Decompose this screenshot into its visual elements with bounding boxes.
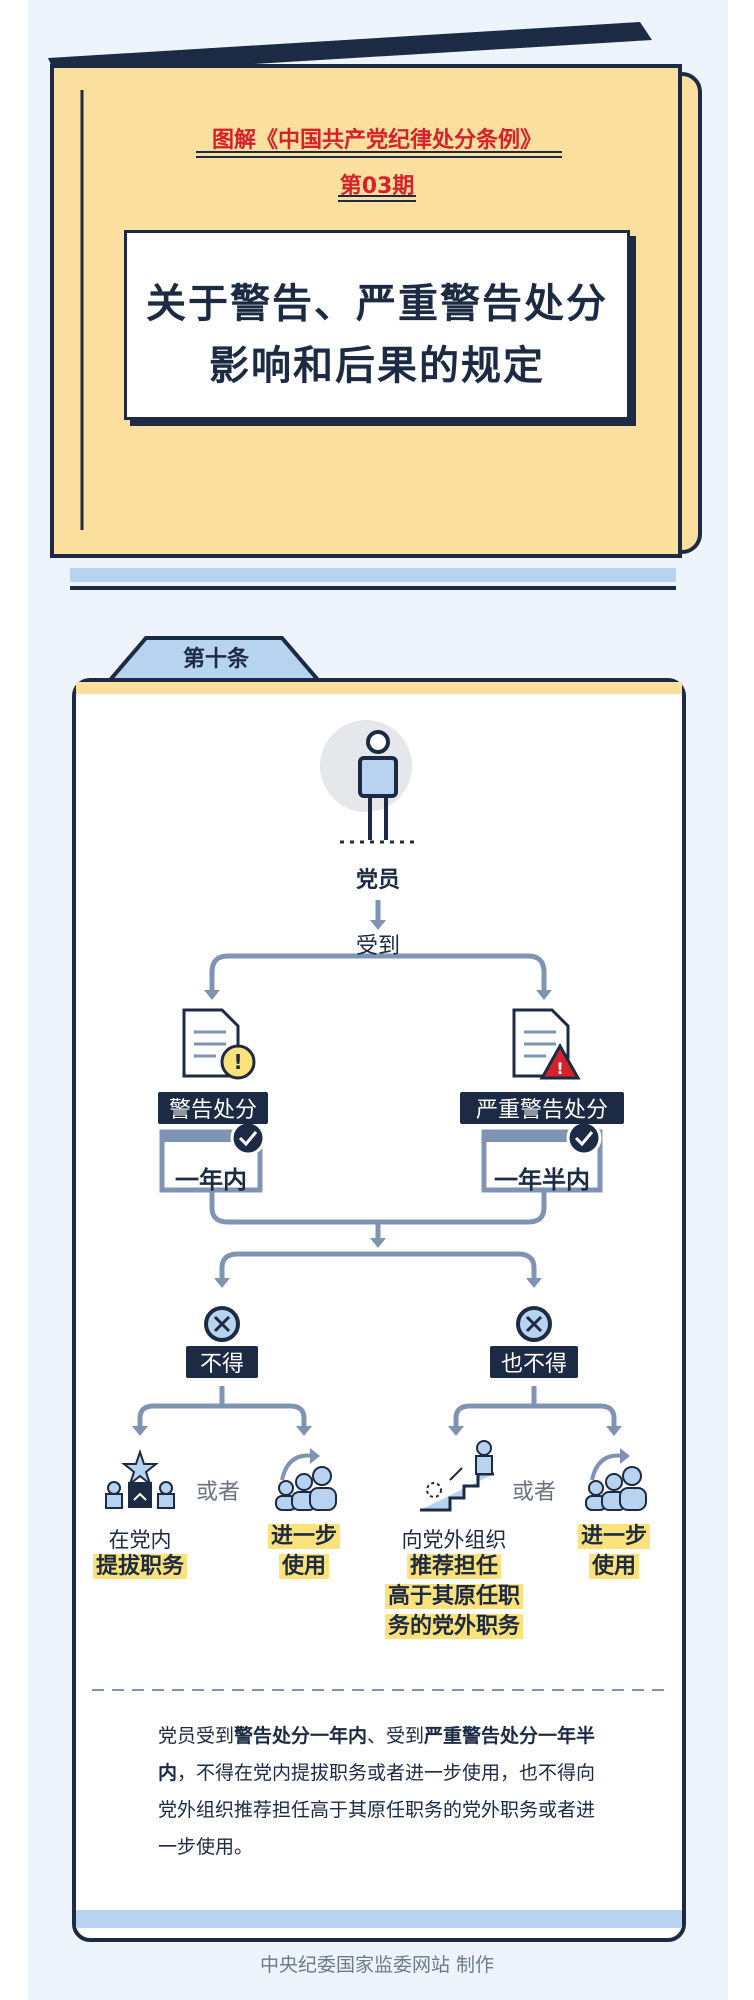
period-one-and-half-years: 一年半内 [494,1166,590,1194]
option-further-use-right: 进一步 使用 [566,1522,662,1582]
label-not-allowed: 不得 [186,1346,258,1378]
flow-diagram: ! ! [105,720,647,1512]
tab-article-10: 第十条 [182,647,249,672]
option-promote-line2: 提拔职务 [82,1552,198,1582]
option-further-use-left: 进一步 使用 [256,1522,352,1582]
option-outside-lines: 推荐担任 高于其原任职 务的党外职务 [372,1552,536,1642]
node-receive: 受到 [355,934,400,959]
serious-warning-document-icon: ! [512,1008,581,1080]
forbid-icon-left [204,1306,240,1342]
main-title-line-2: 影响和后果的规定 [209,343,545,389]
main-title-line-1: 关于警告、严重警告处分 [146,281,608,327]
svg-text:!: ! [556,1059,563,1078]
label-serious-warning: 严重警告处分 [460,1092,624,1124]
further-use-icon-left [275,1448,337,1511]
promotion-icon [105,1448,175,1509]
footer-credit: 中央纪委国家监委网站 制作 [259,1954,495,1976]
recommend-outside-icon [420,1440,494,1512]
series-title: 图解《中国共产党纪律处分条例》 [211,128,542,153]
label-also-not-allowed: 也不得 [490,1346,578,1378]
or-right: 或者 [512,1480,557,1505]
party-member-icon [320,720,418,844]
issue-number: 第03期 [339,174,415,199]
period-one-year: 一年内 [175,1166,247,1194]
node-party-member: 党员 [355,868,400,893]
or-left: 或者 [196,1480,241,1505]
section-card-frame [72,636,686,1942]
option-promote-line1: 在党内 [108,1528,172,1552]
label-warning: 警告处分 [158,1092,268,1124]
calendar-icon-left [159,1120,266,1193]
further-use-icon-right [585,1448,647,1511]
forbid-icon-right [516,1306,552,1342]
summary-text: 党员受到警告处分一年内、受到严重警告处分一年半内，不得在党内提拔职务或者进一步使… [158,1725,596,1858]
option-outside-line1: 向党外组织 [401,1528,507,1552]
warning-document-icon: ! [182,1008,256,1080]
svg-text:!: ! [233,1050,242,1074]
calendar-icon-right [481,1120,603,1193]
main-title-box: 关于警告、严重警告处分 影响和后果的规定 [124,230,630,420]
